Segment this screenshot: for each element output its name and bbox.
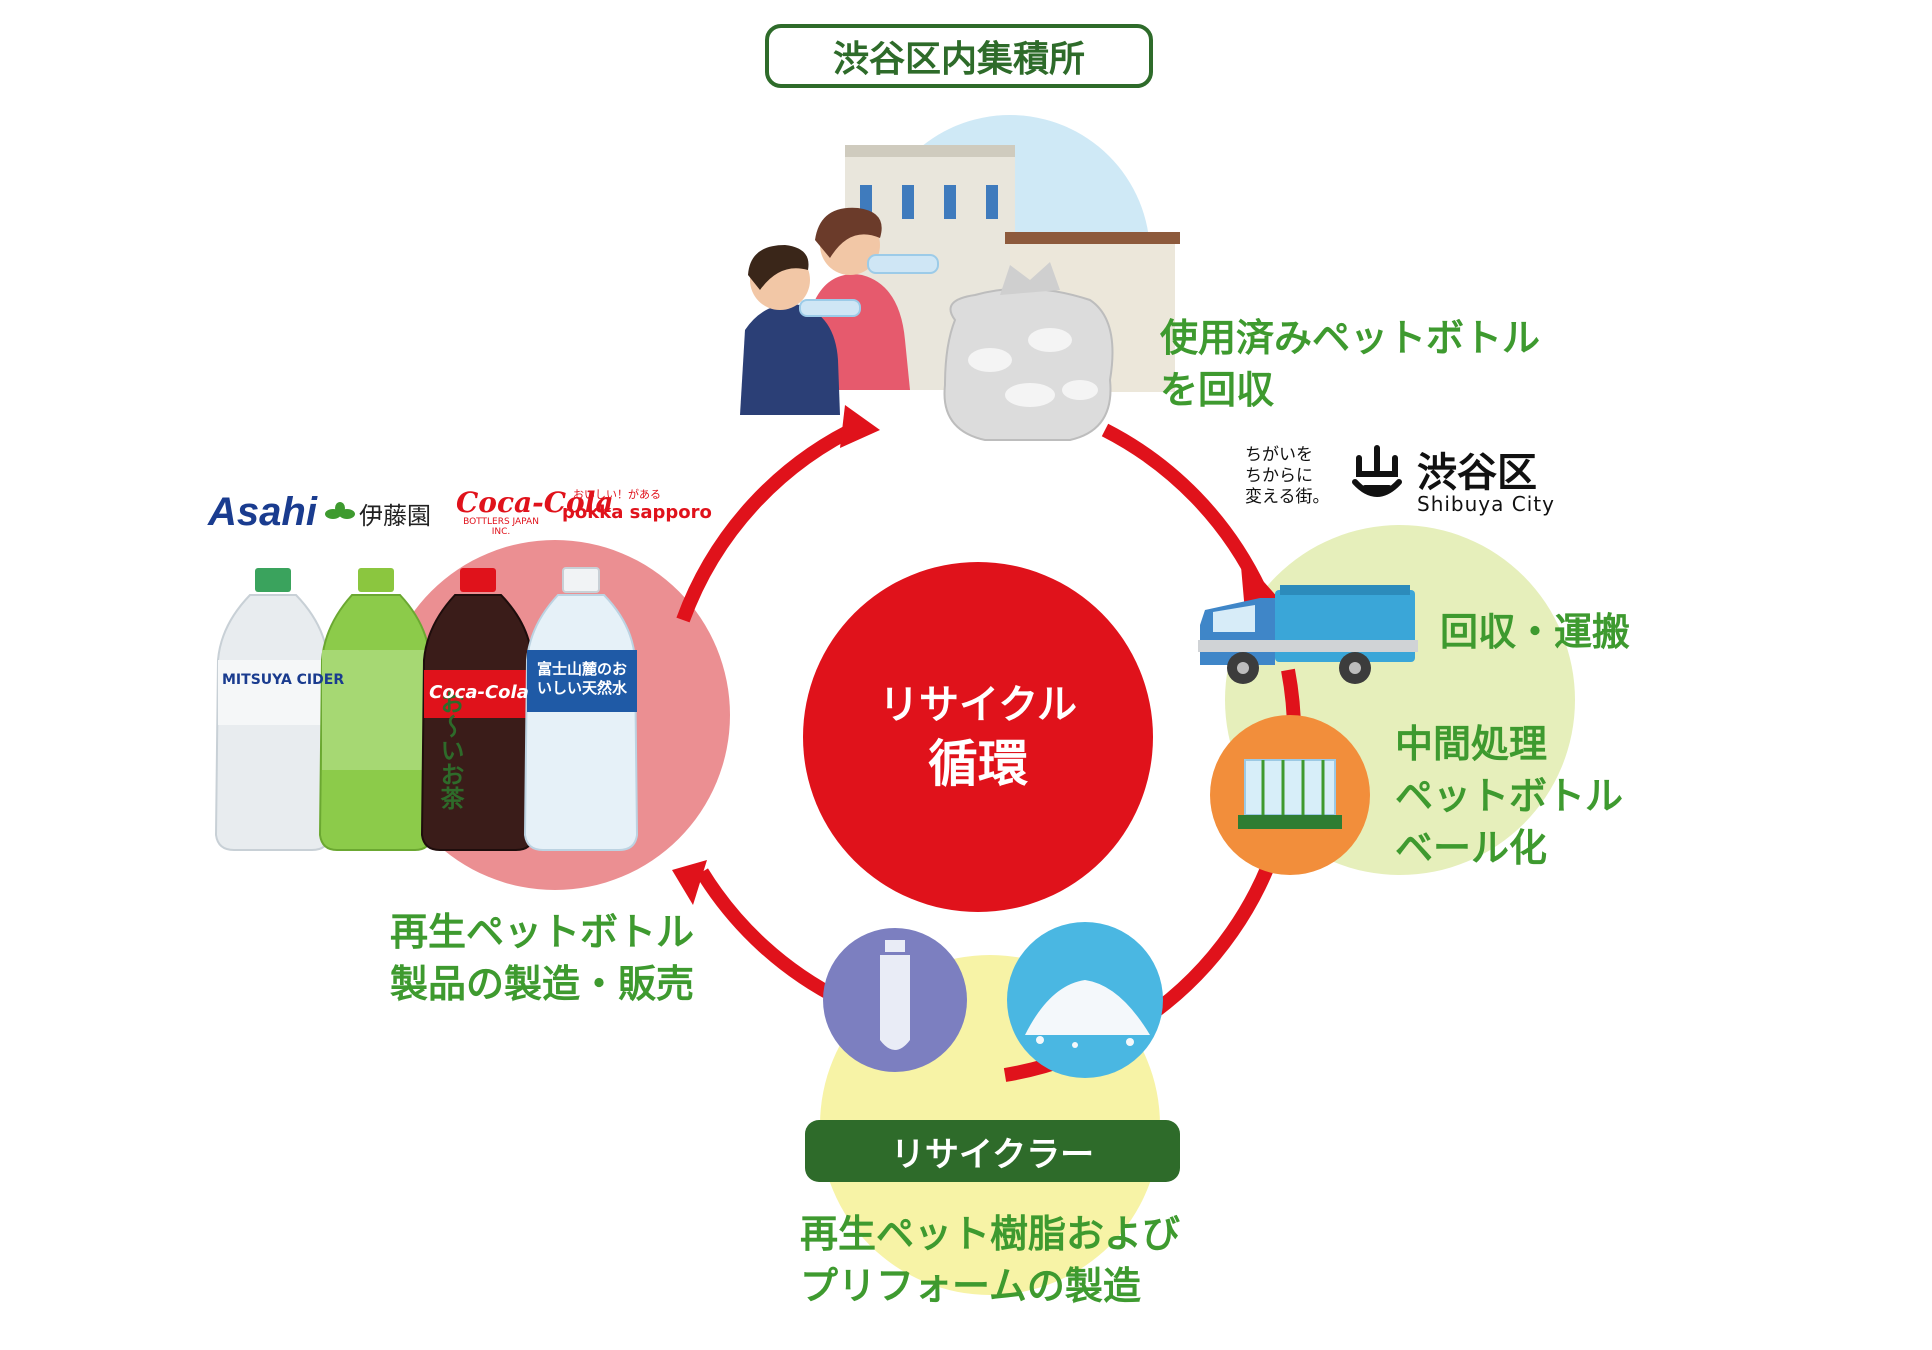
arrow-recycler-to-sales (702, 872, 842, 1000)
asahi-logo: Asahi (208, 490, 317, 535)
recycler-badge: リサイクラー (805, 1120, 1180, 1182)
stage-intermediate-label: 中間処理 ペットボトル ベール化 (1395, 718, 1623, 874)
cocacola-logo: Coca-Cola BOTTLERS JAPAN INC. (456, 486, 546, 537)
itoen-logo: 伊藤園 (325, 496, 431, 531)
resin-pellets-icon (1007, 922, 1163, 1078)
recycling-cycle-center: リサイクル 循環 (803, 562, 1153, 912)
arrow-collection-to-transport (1105, 430, 1260, 590)
stage-transport-label: 回収・運搬 (1440, 606, 1630, 658)
stage-collection-label: 使用済みペットボトル を回収 (1160, 312, 1540, 416)
center-label-line1: リサイクル (879, 678, 1077, 732)
collection-point-header: 渋谷区内集積所 (765, 24, 1153, 88)
cocacola-sub: BOTTLERS JAPAN INC. (456, 517, 546, 537)
pokka-tagline: おいしい！がある (562, 486, 672, 502)
stage-resin-label: 再生ペット樹脂および プリフォームの製造 (800, 1208, 1180, 1312)
cocacola-name: Coca-Cola (456, 486, 546, 519)
city-name-en: Shibuya City (1417, 492, 1555, 516)
preform-icon (823, 928, 967, 1072)
bale-icon (1210, 715, 1370, 875)
pokka-name: pokka sapporo (562, 502, 672, 523)
bottle-cola-label: Coca-Cola (426, 682, 532, 703)
itoen-leaf-icon (325, 502, 355, 526)
stage-sales-label: 再生ペットボトル 製品の製造・販売 (390, 906, 694, 1010)
city-name: 渋谷区 (1417, 440, 1537, 498)
bottle-cider-label: MITSUYA CIDER (222, 672, 326, 688)
bottle-cider (216, 568, 330, 850)
shibuya-city-logo: ちがいを ちからに 変える街。 渋谷区 Shibuya City (1245, 440, 1565, 520)
bottle-water-label: 富士山麓のおいしい天然水 (530, 660, 634, 698)
pokka-sapporo-logo: おいしい！がある pokka sapporo (562, 486, 672, 523)
center-label-line2: 循環 (928, 732, 1028, 796)
shibuya-emblem-icon (1345, 444, 1409, 508)
collection-point-header-label: 渋谷区内集積所 (833, 30, 1085, 82)
city-slogan: ちがいを ちからに 変える街。 (1245, 445, 1330, 508)
recycler-badge-label: リサイクラー (891, 1127, 1094, 1176)
itoen-name: 伊藤園 (359, 496, 431, 531)
